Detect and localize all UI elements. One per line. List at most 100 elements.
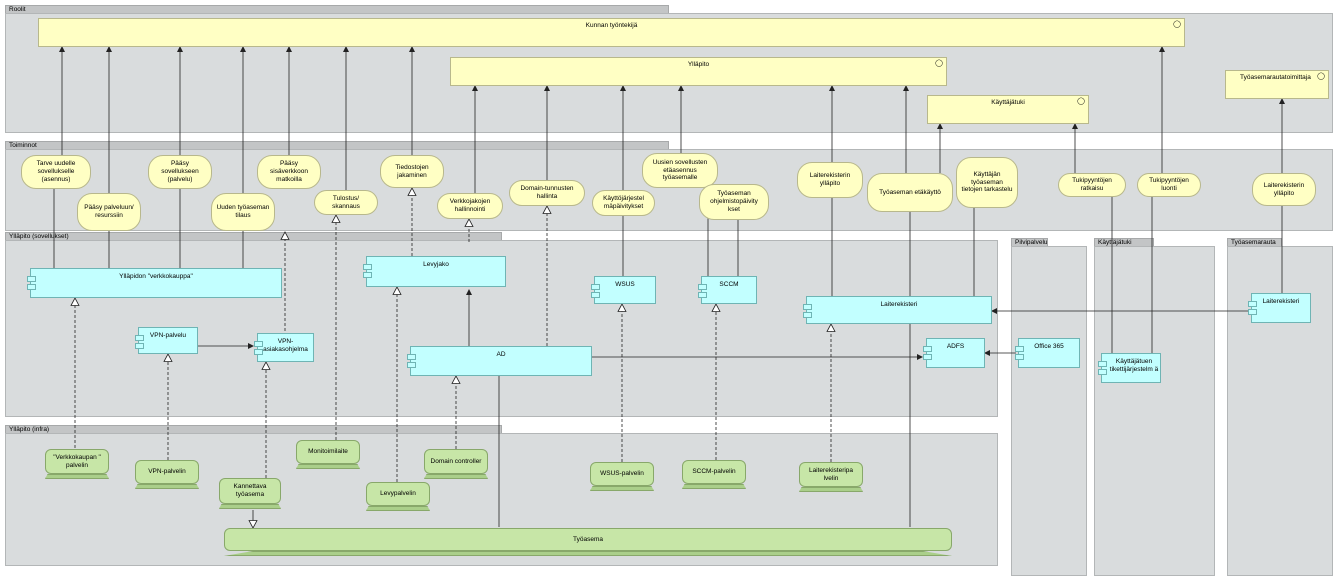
- function-label: Verkkojakojen hallinnointi: [449, 198, 491, 213]
- node-sccm-palvelin[interactable]: SCCM-palvelin: [682, 460, 746, 484]
- node-label: Domain controller: [430, 457, 482, 465]
- role-icon: ◯: [935, 60, 943, 67]
- app-tikettijarjestelma[interactable]: Käyttäjätuen tikettijärjestelm ä: [1098, 353, 1161, 383]
- app-vpn-palvelu[interactable]: VPN-palvelu: [135, 327, 198, 354]
- node-base: [135, 484, 199, 489]
- function-tyoaseman-etakaytto[interactable]: Työaseman etäkäyttö: [867, 173, 953, 212]
- function-paasy-sisaverkkoon[interactable]: Pääsy sisäverkkoon matkoilla: [257, 155, 321, 189]
- app-label: Ylläpidon "verkkokauppa": [119, 273, 193, 280]
- component-icon: [1098, 361, 1107, 375]
- role-yllapito[interactable]: Ylläpito ◯: [450, 57, 947, 86]
- component-icon: [591, 284, 600, 298]
- node-label: Laiterekisteripa lvelin: [808, 466, 854, 482]
- node-base: [682, 484, 746, 489]
- node-label: WSUS-palvelin: [600, 470, 644, 478]
- component-icon: [135, 335, 144, 349]
- node-base: [799, 487, 863, 492]
- node-base: [296, 464, 360, 469]
- app-label: ADFS: [946, 343, 965, 350]
- node-levypalvelin[interactable]: Levypalvelin: [366, 482, 430, 506]
- app-label: Office 365: [1034, 343, 1064, 350]
- node-kannettava-tyoasema[interactable]: Kannettava työasema: [219, 478, 281, 504]
- component-icon: [1015, 346, 1024, 360]
- app-label: Laiterekisteri: [1262, 298, 1300, 305]
- app-label: Laiterekisteri: [880, 301, 918, 308]
- role-kunnan-tyontekija[interactable]: Kunnan työntekijä ◯: [38, 18, 1185, 47]
- app-laiterekisteri-rauta[interactable]: Laiterekisteri: [1248, 293, 1311, 323]
- function-verkkojakojen-hallinnointi[interactable]: Verkkojakojen hallinnointi: [437, 193, 503, 219]
- function-tarve-uudelle-sovellukselle[interactable]: Tarve uudelle sovellukselle (asennus): [21, 155, 91, 189]
- role-kayttajatuki[interactable]: Käyttäjätuki ◯: [927, 95, 1089, 124]
- app-laiterekisteri[interactable]: Laiterekisteri: [803, 296, 992, 324]
- node-laiterekisteripalvelin[interactable]: Laiterekisteripa lvelin: [799, 462, 863, 487]
- role-label: Työasemarautatoimittaja: [1240, 74, 1311, 81]
- app-ad[interactable]: AD: [407, 346, 592, 376]
- function-tyoaseman-ohjelmistopaivitykset[interactable]: Työaseman ohjelmistopäivity kset: [699, 184, 769, 220]
- component-icon: [27, 276, 36, 290]
- node-monitoimilaite[interactable]: Monitoimilaite: [296, 440, 360, 464]
- app-yllapidon-verkkokauppa[interactable]: Ylläpidon "verkkokauppa": [27, 268, 282, 298]
- role-tyoasemarautatoimittaja[interactable]: Työasemarautatoimittaja ◯: [1225, 70, 1329, 99]
- function-uusien-sovellusten-etaasennus[interactable]: Uusien sovellusten etäasennus työasemall…: [642, 153, 718, 188]
- role-icon: ◯: [1077, 98, 1085, 105]
- node-vpn-palvelin[interactable]: VPN-palvelin: [135, 460, 199, 484]
- node-base: [424, 474, 488, 479]
- node-base: [224, 551, 952, 556]
- node-base: [219, 504, 281, 509]
- component-icon: [803, 304, 812, 318]
- group-kayttajatuki: [1094, 246, 1215, 576]
- function-label: Tiedostojen jakaminen: [395, 163, 429, 179]
- node-label: VPN-palvelin: [148, 468, 186, 476]
- function-uuden-tyoaseman-tilaus[interactable]: Uuden työaseman tilaus: [211, 193, 275, 231]
- function-tukipyyntojen-luonti[interactable]: Tukipyyntöjen luonti: [1137, 173, 1201, 197]
- function-label: Työaseman ohjelmistopäivity kset: [710, 190, 758, 213]
- app-adfs[interactable]: ADFS: [923, 338, 985, 368]
- node-tyoasema[interactable]: Työasema: [224, 528, 952, 551]
- function-domain-tunnusten-hallinta[interactable]: Domain-tunnusten hallinta: [509, 180, 585, 206]
- app-wsus[interactable]: WSUS: [591, 276, 656, 304]
- function-label: Työaseman etäkäyttö: [879, 188, 941, 196]
- function-label: Domain-tunnusten hallinta: [520, 185, 574, 200]
- app-label: Levyjako: [423, 261, 449, 268]
- node-label: Työasema: [573, 535, 603, 543]
- node-label: SCCM-palvelin: [692, 468, 736, 476]
- function-kayttajan-tyoaseman-tietojen-tarkastelu[interactable]: Käyttäjän työaseman tietojen tarkastelu: [956, 157, 1018, 208]
- node-base: [45, 474, 109, 479]
- group-pilvipalvelu: [1011, 246, 1087, 576]
- node-base: [590, 486, 654, 491]
- function-label: Pääsy sisäverkkoon matkoilla: [270, 160, 308, 183]
- function-kayttojarjestelmapaivitykset[interactable]: Käyttöjärjestel mäpäivitykset: [592, 190, 655, 216]
- app-label: WSUS: [615, 281, 635, 288]
- node-label: Monitoimilaite: [308, 448, 348, 456]
- node-verkkokaupan-palvelin[interactable]: "Verkkokaupan " palvelin: [45, 449, 109, 474]
- role-icon: ◯: [1173, 21, 1181, 28]
- node-label: "Verkkokaupan " palvelin: [53, 453, 101, 469]
- function-laiterekisterin-yllapito[interactable]: Laiterekisterin ylläpito: [797, 162, 863, 198]
- node-label: Kannettava työasema: [233, 483, 267, 498]
- app-vpn-asiakasohjelma[interactable]: VPN-asiakasohjelma: [254, 333, 314, 362]
- app-office-365[interactable]: Office 365: [1015, 338, 1080, 368]
- function-laiterekisterin-yllapito-rauta[interactable]: Laiterekisterin ylläpito: [1252, 173, 1316, 206]
- node-label: Levypalvelin: [380, 490, 416, 498]
- app-sccm[interactable]: SCCM: [698, 276, 757, 304]
- node-domain-controller[interactable]: Domain controller: [424, 449, 488, 474]
- function-paasy-sovellukseen[interactable]: Pääsy sovellukseen (palvelu): [148, 155, 212, 189]
- component-icon: [254, 341, 263, 355]
- function-paasy-palveluun[interactable]: Pääsy palveluun/ resurssiin: [77, 193, 141, 231]
- function-tiedostojen-jakaminen[interactable]: Tiedostojen jakaminen: [380, 155, 444, 188]
- function-label: Tukipyyntöjen luonti: [1149, 177, 1189, 192]
- function-tukipyyntojen-ratkaisu[interactable]: Tukipyyntöjen ratkaisu: [1058, 173, 1126, 197]
- app-label: Käyttäjätuen tikettijärjestelm ä: [1109, 358, 1159, 373]
- function-label: Käyttöjärjestel mäpäivitykset: [603, 195, 644, 210]
- app-label: AD: [496, 351, 506, 358]
- node-wsus-palvelin[interactable]: WSUS-palvelin: [590, 462, 654, 486]
- function-label: Uuden työaseman tilaus: [216, 204, 270, 219]
- function-label: Laiterekisterin ylläpito: [1263, 181, 1305, 197]
- function-label: Uusien sovellusten etäasennus työasemall…: [652, 158, 708, 182]
- app-levyjako[interactable]: Levyjako: [363, 256, 506, 287]
- function-label: Käyttäjän työaseman tietojen tarkastelu: [961, 170, 1013, 194]
- function-label: Tarve uudelle sovellukselle (asennus): [36, 160, 76, 183]
- function-tulostus-skannaus[interactable]: Tulostus/ skannaus: [314, 190, 378, 215]
- role-icon: ◯: [1317, 73, 1325, 80]
